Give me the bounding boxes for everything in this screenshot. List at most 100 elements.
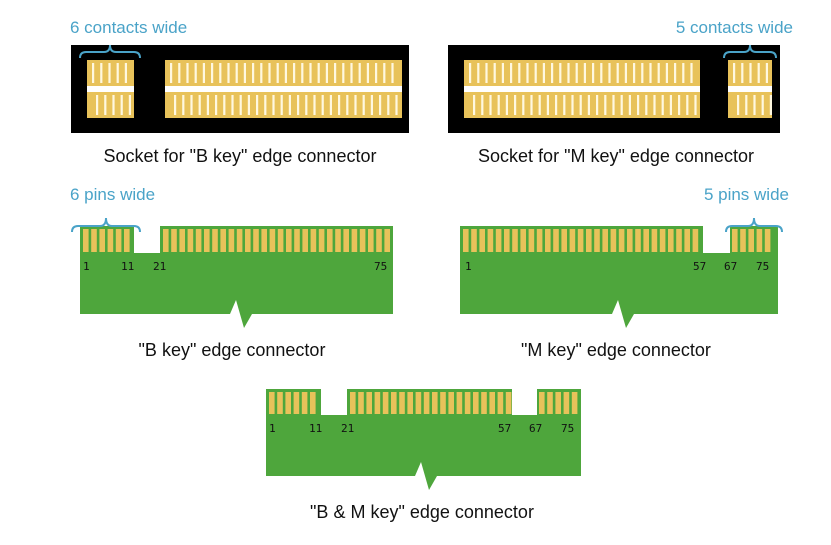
- brace-icon: [723, 44, 777, 59]
- gold-pin: [627, 229, 633, 252]
- edge-m-key: 5 pins wide 1 57 67 75 "M key" edge conn…: [460, 185, 789, 360]
- gold-pin: [563, 392, 570, 414]
- edge-bm-board: [266, 389, 581, 490]
- contact-gap: [633, 63, 636, 83]
- contact-gap: [649, 63, 652, 83]
- gold-pin: [423, 392, 430, 414]
- gold-pin: [236, 229, 243, 252]
- contact-gap: [555, 95, 558, 115]
- contact-gap: [653, 95, 656, 115]
- contact-gap: [366, 63, 369, 83]
- gold-pin: [359, 229, 366, 252]
- gold-pin: [83, 229, 89, 252]
- contact-row: [165, 92, 402, 118]
- gold-pin: [212, 229, 218, 252]
- gold-pin: [91, 229, 97, 252]
- pin-number: 11: [309, 422, 322, 435]
- gold-pin: [261, 229, 267, 252]
- contact-gap: [571, 95, 574, 115]
- contact-gap: [661, 95, 664, 115]
- edge-m-caption: "M key" edge connector: [521, 340, 711, 360]
- gold-pin: [374, 392, 381, 414]
- contact-gap: [612, 95, 615, 115]
- contact-gap: [313, 95, 316, 115]
- contact-gap: [757, 63, 760, 83]
- contact-row: [87, 92, 134, 118]
- contact-gap: [227, 63, 230, 83]
- gold-pin: [536, 229, 543, 252]
- contact-gap: [301, 63, 304, 83]
- contact-gap: [264, 95, 267, 115]
- contact-gap: [305, 95, 308, 115]
- gold-pin: [115, 229, 122, 252]
- contact-gap: [624, 63, 627, 83]
- gold-pin: [497, 392, 504, 414]
- contact-gap: [510, 63, 513, 83]
- pin-number: 75: [756, 260, 769, 273]
- pin-number: 1: [269, 422, 276, 435]
- gold-pin: [520, 229, 526, 252]
- gold-pin: [456, 392, 463, 414]
- gold-pin: [448, 392, 454, 414]
- contact-gap: [645, 95, 648, 115]
- edge-b-key: 6 pins wide 1 11 21 75 "B key" edge conn…: [70, 185, 393, 360]
- contact-gap: [587, 95, 590, 115]
- gold-pin: [569, 229, 576, 252]
- contact-gap: [678, 95, 681, 115]
- contact-gap: [284, 63, 287, 83]
- contact-gap: [567, 63, 570, 83]
- gold-pin: [547, 392, 553, 414]
- contact-gap: [745, 95, 748, 115]
- contact-gap: [231, 95, 234, 115]
- gold-pin: [643, 229, 649, 252]
- pin-number: 75: [561, 422, 574, 435]
- contact-gap: [657, 63, 660, 83]
- contact-gap: [694, 95, 697, 115]
- contact-gap: [620, 95, 623, 115]
- contact-gap: [497, 95, 500, 115]
- contact-gap: [477, 63, 480, 83]
- gold-pin: [245, 229, 251, 252]
- gold-pin: [481, 392, 487, 414]
- contact-gap: [256, 95, 259, 115]
- contact-gap: [559, 63, 562, 83]
- gold-pin: [335, 229, 341, 252]
- contact-gap: [116, 63, 119, 83]
- pin-number: 67: [724, 260, 737, 273]
- gold-pin: [571, 392, 578, 414]
- contact-gap: [563, 95, 566, 115]
- gold-pin: [195, 229, 202, 252]
- contact-gap: [765, 63, 768, 83]
- contact-gap: [198, 95, 201, 115]
- gold-pin: [351, 229, 358, 252]
- gold-pin: [602, 229, 608, 252]
- gold-pin: [99, 229, 105, 252]
- gold-pin: [505, 392, 512, 414]
- gold-pin: [586, 229, 592, 252]
- contact-gap: [317, 63, 320, 83]
- contact-gap: [604, 95, 607, 115]
- gold-pin: [577, 229, 584, 252]
- gold-pin: [561, 229, 567, 252]
- gold-pin: [440, 392, 446, 414]
- gold-pin: [277, 229, 284, 252]
- contact-gap: [473, 95, 476, 115]
- contact-gap: [350, 63, 353, 83]
- gold-pin: [318, 229, 325, 252]
- contact-gap: [761, 95, 764, 115]
- contact-gap: [375, 63, 378, 83]
- contact-gap: [92, 63, 95, 83]
- contact-gap: [769, 95, 772, 115]
- contact-gap: [493, 63, 496, 83]
- contact-gap: [600, 63, 603, 83]
- contact-gap: [395, 95, 398, 115]
- gold-pin: [610, 229, 617, 252]
- contact-gap: [223, 95, 226, 115]
- contact-gap: [170, 63, 173, 83]
- contact-gap: [268, 63, 271, 83]
- contact-gap: [616, 63, 619, 83]
- contact-gap: [481, 95, 484, 115]
- contact-gap: [309, 63, 312, 83]
- contact-gap: [665, 63, 668, 83]
